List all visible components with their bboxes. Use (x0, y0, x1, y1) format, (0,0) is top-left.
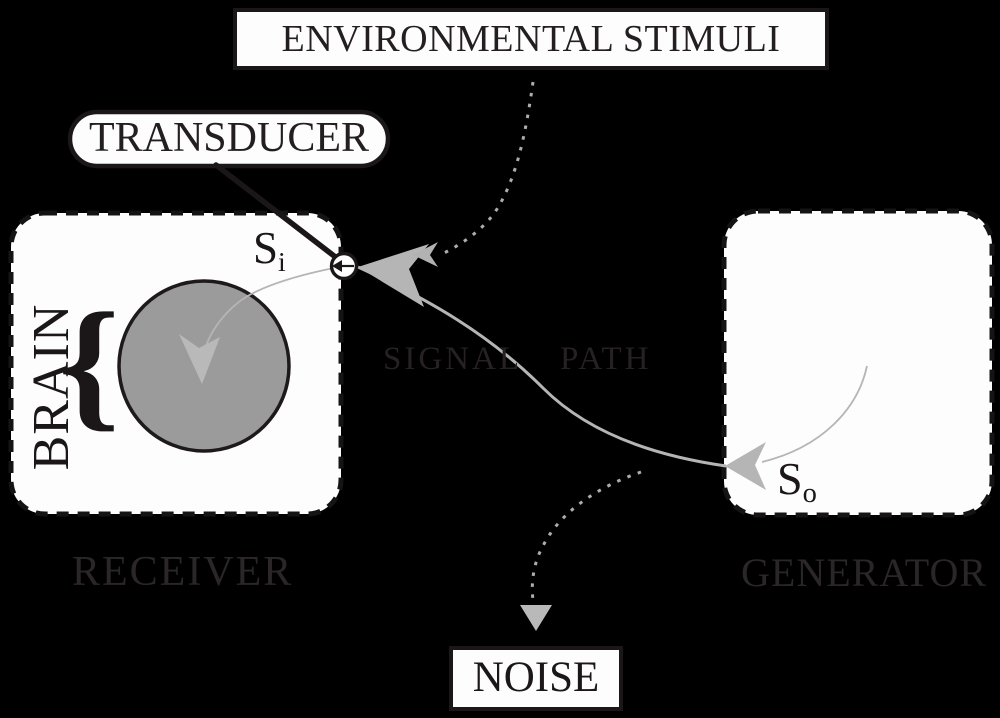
signal-input-label: Si (253, 222, 286, 276)
noise-label: NOISE (472, 654, 600, 701)
junction-arrow-head (332, 260, 342, 272)
brain-arrowhead (179, 334, 220, 384)
signal-output-symbol: S (777, 453, 803, 504)
signal-input-subscript: i (278, 246, 286, 278)
signal-path-word-1: SIGNAL (383, 341, 522, 377)
generator-label: GENERATOR (741, 550, 988, 595)
noise-arrowhead (520, 605, 552, 631)
environmental-stimuli-label: ENVIRONMENTAL STIMULI (281, 18, 781, 60)
noise-box (449, 646, 623, 711)
signal-input-symbol: S (253, 223, 279, 273)
transducer-pill (67, 109, 391, 169)
signal-output-subscript: o (802, 477, 817, 509)
noise-dotted-path (530, 470, 642, 608)
environmental-stimuli-box (233, 8, 829, 70)
generator-output-curve (761, 365, 868, 463)
generator-box (721, 208, 995, 518)
signal-output-arrowhead (725, 442, 766, 490)
transducer-pointer-line (213, 162, 341, 262)
signal-output-label: So (777, 452, 817, 508)
transducer-label: TRANSDUCER (88, 115, 370, 161)
receiver-label: RECEIVER (72, 549, 294, 595)
signal-path-word-2: PATH (560, 341, 652, 377)
brain-input-curve (203, 263, 356, 353)
junction-arrowhead (358, 244, 429, 307)
brain-brace: { (58, 284, 120, 444)
signal-path-label: SIGNAL PATH (383, 341, 649, 378)
stimuli-arrowhead (413, 242, 438, 267)
stimuli-dotted-path (443, 81, 535, 255)
signal-path-curve (357, 265, 727, 468)
